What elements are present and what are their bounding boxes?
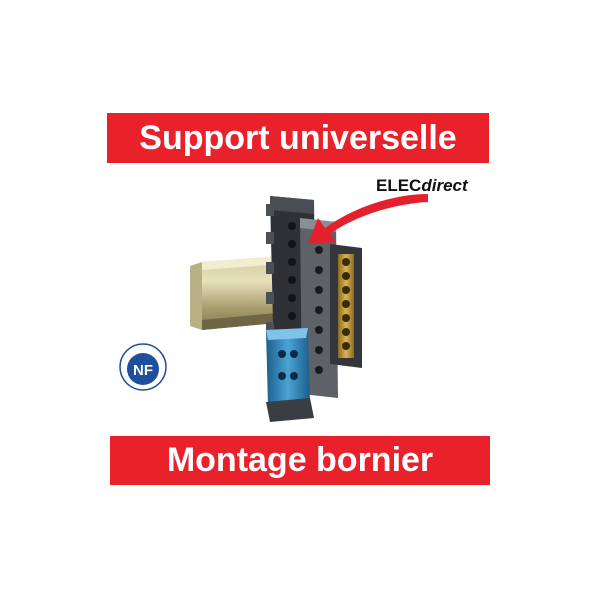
top-banner-text: Support universelle [139,118,457,157]
bottom-banner: Montage bornier [110,436,490,485]
red-arrow-icon [308,194,428,244]
nf-certification-icon: NF [119,343,167,391]
brand-prefix: ELEC [376,176,422,195]
brand-suffix: direct [421,176,468,195]
nf-mark-text: NF [133,362,153,379]
carrier-block [300,218,338,398]
bottom-banner-text: Montage bornier [166,441,434,479]
blue-terminal-block [266,328,314,422]
terminal-block-product-image [190,194,428,422]
top-banner: Support universelle [107,113,489,163]
brand-logo: ELECdirect [376,176,468,196]
brass-terminal-bar [330,244,362,368]
